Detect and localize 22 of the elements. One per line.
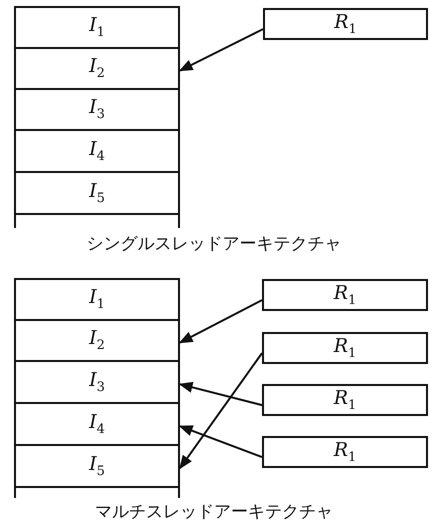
caption: マルチスレッドアーキテクチャ	[95, 501, 333, 523]
arrow	[178, 425, 262, 458]
instruction-cell: I$_{1}$	[14, 6, 180, 49]
instruction-cell: I$_{1}$	[14, 278, 180, 321]
caption: シングルスレッドアーキテクチャ	[86, 233, 342, 255]
instruction-cell: I$_{5}$	[14, 444, 180, 488]
instruction-cell: I$_{3}$	[14, 88, 180, 131]
register-box: R$_{1}$	[263, 8, 428, 40]
instruction-cell: I$_{2}$	[14, 319, 180, 362]
arrow	[178, 382, 262, 406]
instruction-cell: I$_{3}$	[14, 360, 180, 404]
register-box: R$_{1}$	[262, 332, 428, 364]
arrow	[178, 299, 262, 344]
register-box: R$_{1}$	[262, 279, 428, 311]
instruction-cell: I$_{4}$	[14, 402, 180, 446]
arrow	[179, 352, 263, 470]
arrow	[178, 28, 264, 72]
register-box: R$_{1}$	[262, 384, 428, 416]
register-box: R$_{1}$	[262, 436, 428, 468]
instruction-cell: I$_{2}$	[14, 47, 180, 90]
instruction-cell: I$_{4}$	[14, 129, 180, 173]
instruction-cell: I$_{5}$	[14, 171, 180, 215]
